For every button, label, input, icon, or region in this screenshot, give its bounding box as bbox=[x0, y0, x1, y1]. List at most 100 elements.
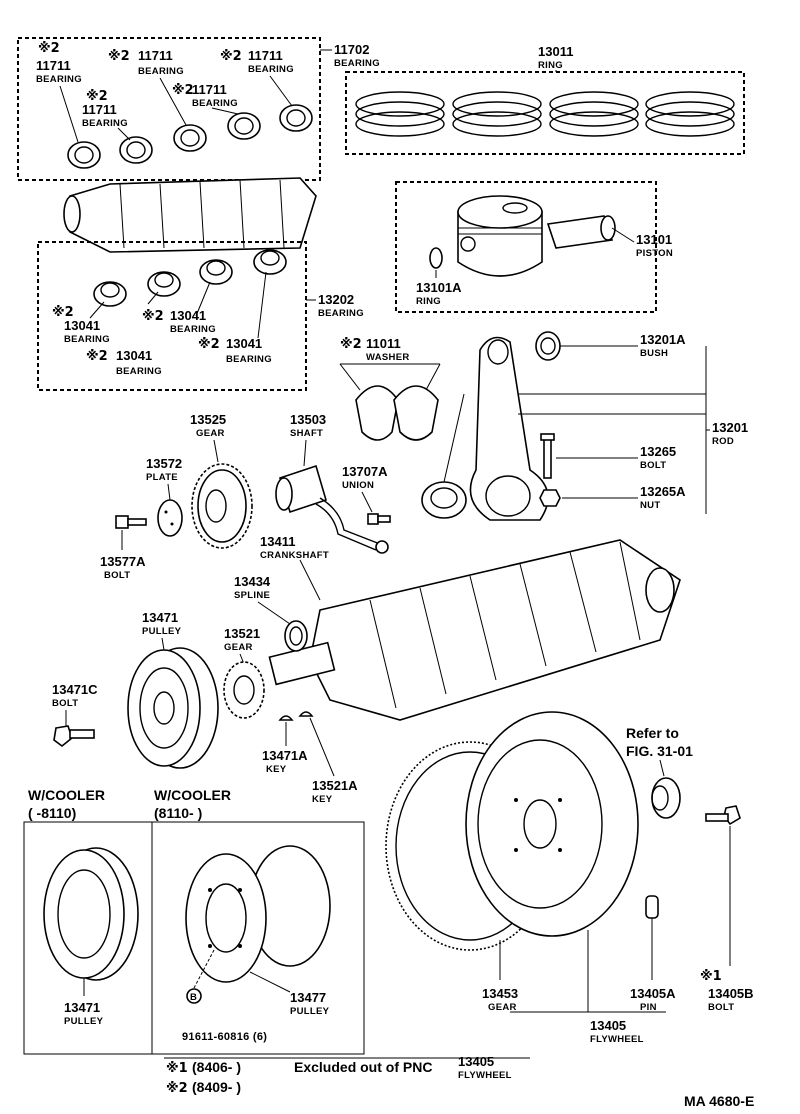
piston-pin-icon bbox=[546, 215, 616, 249]
lower-bearing-mark: ※2 bbox=[86, 349, 108, 364]
union-number: 13707A bbox=[342, 464, 388, 479]
crankshaft-top-icon bbox=[63, 177, 317, 253]
note-1-name: FLYWHEEL bbox=[458, 1070, 512, 1081]
main-bearing-upper-group: 11702 BEARING ※2 11711 BEARING ※2 11711 … bbox=[17, 37, 380, 181]
bearing-name: BEARING bbox=[36, 74, 82, 85]
inset-pulley-left-name: PULLEY bbox=[64, 1016, 104, 1027]
inset-pulley-right-number: 13477 bbox=[290, 990, 326, 1005]
inset-pulley-right-name: PULLEY bbox=[290, 1006, 330, 1017]
bearing-name: BEARING bbox=[138, 66, 184, 77]
lower-bearing-number: 13041 bbox=[170, 308, 206, 323]
flywheel-name: FLYWHEEL bbox=[590, 1034, 644, 1045]
camshaft-gear-group: 13525 GEAR 13572 PLATE 13577A BOLT bbox=[100, 412, 253, 581]
pulley-13471-icon bbox=[127, 647, 219, 769]
bearing-name: BEARING bbox=[248, 64, 294, 75]
gear-13525-name: GEAR bbox=[196, 428, 225, 439]
rod-nut-name: NUT bbox=[640, 500, 660, 511]
key-13471a-number: 13471A bbox=[262, 748, 308, 763]
washer-mark: ※2 bbox=[340, 337, 362, 352]
bearing-set-box bbox=[17, 37, 321, 181]
piston-ring-number: 13101A bbox=[416, 280, 462, 295]
crankshaft-icon bbox=[268, 539, 681, 721]
bolt-13577a-icon bbox=[115, 515, 147, 529]
refer-figure-text: FIG. 31-01 bbox=[626, 743, 693, 759]
flywheel-bolt-name: BOLT bbox=[708, 1002, 734, 1013]
flywheel-gear-name: GEAR bbox=[488, 1002, 517, 1013]
main-bearing-lower-group: 13202 BEARING ※2 13041 BEARING ※2 13041 … bbox=[37, 241, 364, 391]
plate-icon bbox=[157, 499, 183, 537]
cooler-right-range: (8110- ) bbox=[154, 805, 202, 821]
bearing-mark: ※2 bbox=[86, 89, 108, 104]
rod-nut-icon bbox=[539, 489, 561, 507]
gear-13521-icon bbox=[223, 661, 265, 719]
gear-13521-number: 13521 bbox=[224, 626, 260, 641]
drawing-code: MA 4680-E bbox=[684, 1093, 754, 1109]
lower-bearing-number: 13041 bbox=[116, 348, 152, 363]
bolt-13471c-icon bbox=[53, 725, 95, 748]
pilot-bearing-icon bbox=[651, 777, 681, 819]
connecting-rod-icon bbox=[469, 336, 549, 521]
plate-name: PLATE bbox=[146, 472, 178, 483]
lower-bearing-box bbox=[37, 241, 307, 391]
rod-bolt-number: 13265 bbox=[640, 444, 676, 459]
snap-ring-icon bbox=[429, 247, 443, 269]
note-1-mark: ※1 bbox=[166, 1061, 188, 1076]
bearing-number: 11711 bbox=[82, 102, 117, 117]
bolt-13577a-name: BOLT bbox=[104, 570, 130, 581]
inset-bolt-marker-icon: B bbox=[186, 988, 202, 1004]
thrust-washer-group: ※2 11011 WASHER bbox=[339, 336, 441, 441]
gear-13525-icon bbox=[191, 463, 253, 549]
inset-pulley-left-number: 13471 bbox=[64, 1000, 100, 1015]
lower-bearing-mark: ※2 bbox=[198, 337, 220, 352]
ring-set-box bbox=[345, 71, 745, 155]
bearing-set-name: BEARING bbox=[334, 58, 380, 69]
bearing-number: 11711 bbox=[138, 48, 173, 63]
connecting-rod-group: 13201A BUSH 13201 ROD 13265 BOLT 13265A … bbox=[421, 331, 748, 521]
piston-box bbox=[395, 181, 657, 313]
pulley-13471-number: 13471 bbox=[142, 610, 178, 625]
rod-bush-icon bbox=[535, 331, 561, 361]
rod-bolt-icon bbox=[540, 433, 555, 479]
piston-ring-name: RING bbox=[416, 296, 441, 307]
pin-number: 13405A bbox=[630, 986, 676, 1001]
cooler-left-title: W/COOLER bbox=[28, 787, 105, 803]
lower-bearing-mark: ※2 bbox=[52, 305, 74, 320]
lower-bearing-name: BEARING bbox=[116, 366, 162, 377]
lower-bearing-set-name: BEARING bbox=[318, 308, 364, 319]
note-1-text: Excluded out of PNC bbox=[294, 1059, 432, 1075]
thrust-washer-icon bbox=[355, 385, 439, 441]
key-13471a-name: KEY bbox=[266, 764, 287, 775]
refer-to-text: Refer to bbox=[626, 725, 679, 741]
gear-13521-name: GEAR bbox=[224, 642, 253, 653]
bolt-13471c-number: 13471C bbox=[52, 682, 98, 697]
union-name: UNION bbox=[342, 480, 374, 491]
bearing-mark: ※2 bbox=[172, 83, 194, 98]
gear-13525-number: 13525 bbox=[190, 412, 226, 427]
lower-bearing-mark: ※2 bbox=[142, 309, 164, 324]
flywheel-pin-icon bbox=[645, 895, 659, 919]
bolt-13471c-name: BOLT bbox=[52, 698, 78, 709]
spline-name: SPLINE bbox=[234, 590, 270, 601]
flywheel-icon bbox=[465, 711, 639, 937]
lower-bearing-number: 13041 bbox=[226, 336, 262, 351]
washer-name: WASHER bbox=[366, 352, 410, 363]
refer-group: Refer to FIG. 31-01 bbox=[626, 725, 693, 819]
oil-shaft-group: 13503 SHAFT 13707A UNION bbox=[275, 412, 391, 554]
ring-set-number: 13011 bbox=[538, 44, 573, 59]
plate-number: 13572 bbox=[146, 456, 182, 471]
cooler-inset-box bbox=[23, 821, 365, 1055]
bush-name: BUSH bbox=[640, 348, 668, 359]
inset-bolt-number: 91611-60816 (6) bbox=[182, 1031, 267, 1043]
flywheel-gear-number: 13453 bbox=[482, 986, 518, 1001]
bearing-name: BEARING bbox=[192, 98, 238, 109]
lower-bearing-name: BEARING bbox=[64, 334, 110, 345]
piston-icon bbox=[457, 195, 543, 277]
washer-number: 11011 bbox=[366, 336, 401, 351]
piston-number: 13101 bbox=[636, 232, 672, 247]
piston-group: 13101A RING 13101 PISTON bbox=[395, 181, 673, 313]
bolt-13577a-number: 13577A bbox=[100, 554, 146, 569]
bearing-number: 11711 bbox=[36, 58, 71, 73]
rod-nut-number: 13265A bbox=[640, 484, 686, 499]
lower-bearing-name: BEARING bbox=[170, 324, 216, 335]
